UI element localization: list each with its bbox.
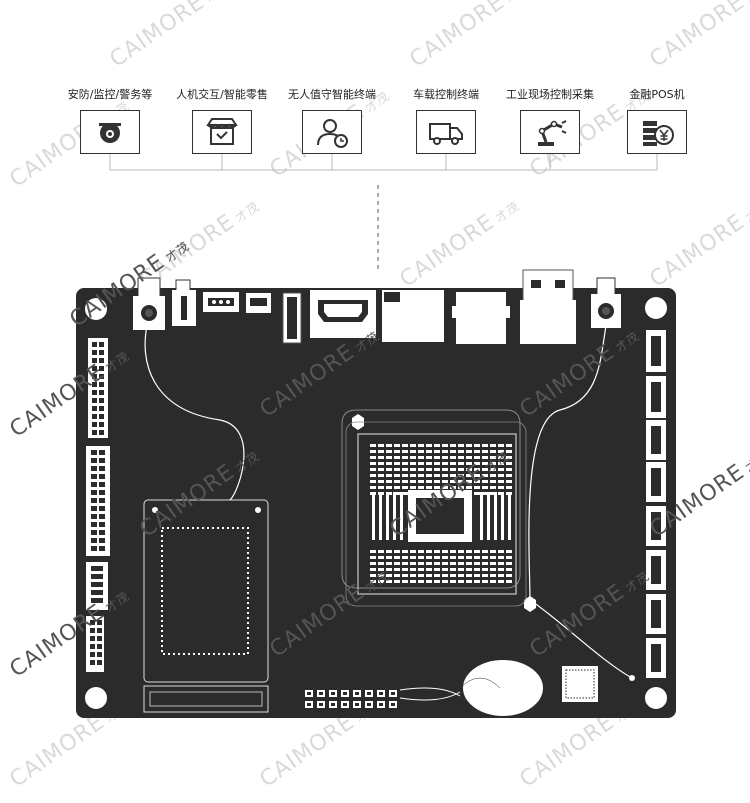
robot-arm-icon (520, 110, 580, 154)
coin-stack-icon (627, 110, 687, 154)
app-label-retail: 人机交互/智能零售 (176, 88, 268, 101)
app-label-unattended: 无人值守智能终端 (288, 88, 376, 101)
app-label-vehicle: 车载控制终端 (413, 88, 479, 101)
app-label-pos: 金融POS机 (629, 88, 685, 101)
storefront-icon (192, 110, 252, 154)
security-camera-icon (80, 110, 140, 154)
truck-icon (416, 110, 476, 154)
user-clock-icon (302, 110, 362, 154)
app-label-industrial: 工业现场控制采集 (506, 88, 594, 101)
app-label-security: 安防/监控/警务等 (67, 88, 153, 101)
